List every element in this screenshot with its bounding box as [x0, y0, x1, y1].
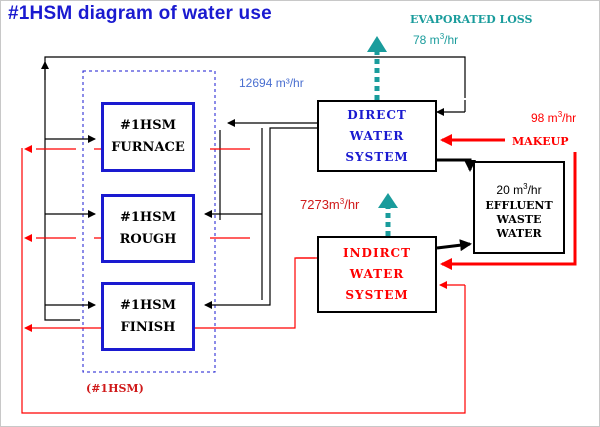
makeup-flow-unit: /hr — [562, 111, 577, 125]
effluent-flow-value: 20 m — [496, 183, 524, 197]
finish-box: #1HSM FINISH — [101, 282, 195, 351]
indirect-flow-label: 7273m3/hr — [300, 197, 359, 212]
makeup-label: MAKEUP — [512, 135, 569, 148]
effluent-flow: 20 m3/hr — [496, 169, 542, 198]
effluent-box: 20 m3/hr EFFLUENT WASTE WATER — [473, 161, 565, 254]
indirect-water-system-box: INDIRCT WATER SYSTEM — [317, 236, 437, 313]
indirect-flow-value: 7273m — [300, 197, 340, 212]
indirect-to-effluent — [436, 239, 472, 252]
diagram-title: #1HSM diagram of water use — [8, 3, 272, 24]
evaporated-loss-label: EVAPORATED LOSS — [410, 13, 533, 26]
evaporated-loss-value: 78 m3/hr — [413, 32, 459, 48]
effluent-flow-sup: 3 — [523, 182, 528, 191]
evaporated-value: 78 m — [413, 33, 440, 47]
red-left-vertical — [21, 148, 466, 414]
effluent-label: EFFLUENT WASTE WATER — [485, 199, 553, 240]
evaporated-unit: /hr — [444, 33, 459, 47]
makeup-flow-label: 98 m3/hr — [531, 110, 577, 126]
hsm-group-border — [82, 70, 216, 373]
rough-box: #1HSM ROUGH — [101, 194, 195, 263]
indirect-flow-unit: /hr — [344, 197, 360, 212]
evaporated-sup: 3 — [439, 32, 445, 41]
makeup-line — [440, 152, 577, 270]
evaporation-arrowhead — [367, 36, 387, 52]
furnace-box: #1HSM FURNACE — [101, 102, 195, 172]
indirect-flow-sup: 3 — [339, 197, 345, 206]
direct-water-system-box: DIRECT WATER SYSTEM — [317, 100, 437, 172]
effluent-flow-unit: /hr — [527, 183, 542, 197]
makeup-flow-sup: 3 — [557, 110, 563, 119]
makeup-flow-value: 98 m — [531, 111, 558, 125]
direct-to-effluent — [437, 158, 476, 172]
group-label: (#1HSM) — [86, 382, 144, 395]
direct-return-loop — [44, 56, 466, 321]
direct-feed-rough — [204, 127, 317, 309]
indirect-teal-arrowhead — [378, 193, 398, 208]
direct-flow-label: 12694 m³/hr — [239, 76, 304, 90]
